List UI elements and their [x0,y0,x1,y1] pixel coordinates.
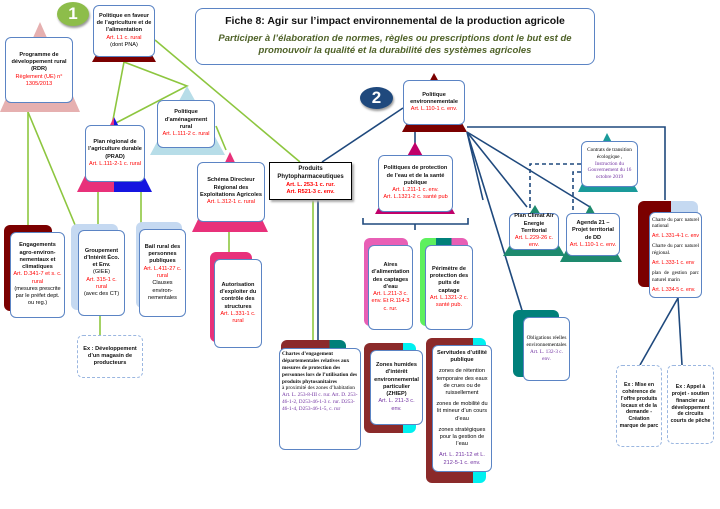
node-ref: Art. L.229-26 c. env. [514,235,554,249]
node-ref: Art. D.341-7 et s. c. rural [13,271,62,285]
node-ref: Art. L.1321-2 c. santé pub [383,194,448,201]
marker-2: 2 [360,87,393,109]
node-ref: Art. L.211-3 c. env. Et R.114-3 c. rur. [371,291,410,312]
node-title: Autorisation d’exploiter du contrôle des… [219,281,257,310]
node-title: Politique d’aménagement rural [164,109,208,130]
node-note: (avec des CT) [83,291,120,298]
node-ref: Art. L. 132-3 c. env. [530,349,563,362]
node-note: (GIEE) [92,269,111,276]
title-box: Fiche 8: Agir sur l’impact environnement… [195,8,595,65]
node-zhiep[interactable]: Zones humides d’intérêt environnemental … [370,350,423,425]
node-note: (mesures prescrite par le préfet dept. o… [14,285,61,307]
node-ref: Art. L.110-1 c. env. [569,241,617,248]
node-title: Obligations réelles environnementales [526,335,567,349]
node-title: Plan régional de l’agriculture durable (… [88,138,142,160]
node-title: Politiques de protection de l’eau et de … [383,165,448,186]
node-title: Groupement d’Intérêt Éco. et Env. [83,247,120,269]
node-title: Engagements agro-environ-nementaux et cl… [19,242,56,271]
node-text: Charte du parc naturel régional. [652,243,699,256]
node-title: Aires d’alimentation des captages d’eau [371,262,410,290]
node-note: (dont PNA) [110,41,138,48]
node-ref: Art. 315-1 c. rural [86,276,117,290]
node-text: plan de gestion parc naturel marin [652,269,699,283]
node-title: Ex : Appel à projet - soutien financier … [670,384,711,424]
node-politique-agriculture[interactable]: Politique en faveur de l’agriculture et … [93,5,155,57]
node-ref: Art. L.411-27 c. rural [143,265,182,279]
node-ref: Art. L. 211-3 c. env. [378,398,415,412]
node-title: Chartes d’engagement départementales rel… [282,351,358,385]
node-note: Clauses environ-nementales [148,280,177,301]
node-ref: Art. L. 253-1 c. rur. [286,181,335,188]
node-note: zones stratégiques pour la gestion de l’… [438,426,486,448]
node-prad[interactable]: Plan régional de l’agriculture durable (… [85,125,145,182]
node-ex-peche[interactable]: Ex : Appel à projet - soutien financier … [667,365,714,444]
node-contrats-transition[interactable]: Contrats de transition écologique ,Instr… [581,141,638,187]
node-sdrea[interactable]: Schéma Directeur Régional des Exploitati… [197,162,265,222]
node-note: zones de mobilité du lit mineur d’un cou… [436,401,488,422]
node-title: Bail rural des personnes publiques [144,243,181,265]
node-ref: Art. L.111-2-1 c. rural [88,160,142,167]
node-ex-marque-parc[interactable]: Ex : Mise en cohérence de l’offre produi… [616,365,662,447]
node-perimetre-captage[interactable]: Périmètre de protection des puits de cap… [425,245,473,330]
node-note: zones de rétention temporaire des eaux d… [436,368,488,397]
node-ref: Art. R521-3 c. env. [286,188,335,195]
node-giee[interactable]: Groupement d’Intérêt Éco. et Env.(GIEE)A… [78,230,125,316]
node-rdr[interactable]: Programme de développement rural (RDR)Rè… [5,37,73,103]
node-chartes-departementales[interactable]: Chartes d’engagement départementales rel… [279,348,361,450]
node-title: Agenda 21 – Projet territorial de DD [572,219,614,241]
page-subtitle: Participer à l’élaboration de normes, rè… [218,32,572,57]
node-title: Périmètre de protection des puits de cap… [429,265,469,294]
node-servitudes[interactable]: Servitudes d’utilité publique zones de ré… [432,345,492,472]
page-title: Fiche 8: Agir sur l’impact environnement… [225,15,565,28]
node-ref: Art. L.331-4-1 c. env [652,233,699,240]
node-title: Servitudes d’utilité publique [436,349,488,364]
node-autorisation-exploiter[interactable]: Autorisation d’exploiter du contrôle des… [214,259,262,348]
node-ref: Art. L.333-1 c. env [652,259,695,266]
node-title: Ex : Mise en cohérence de l’offre produi… [619,382,659,429]
node-ref: Art. L.334-5 c. env. [652,286,696,293]
marker-1: 1 [57,2,89,26]
node-title: Plan Climat Air Energie Territorial [514,213,554,234]
node-title: Ex : Développement d’un magasin de produ… [83,345,137,367]
node-title: Produits Phytopharmaceutiques [277,165,344,180]
node-ex-magasin[interactable]: Ex : Développement d’un magasin de produ… [77,335,143,378]
node-title: Politique en faveur de l’agriculture et … [96,12,152,34]
node-ref: Art. L.331-1 c. rural [220,310,256,325]
node-ref: Art. L1 c. rural [106,34,142,41]
node-text: Charte du parc naturel national [652,216,699,230]
node-protection-eau[interactable]: Politiques de protection de l’eau et de … [378,155,453,212]
node-title: Politique environnementale [410,91,458,105]
node-ref: Art. L.111-2 c. rural [162,131,210,138]
node-title: Contrats de transition écologique , [587,147,632,160]
node-note: à proximité des zones d’habitation [282,385,355,392]
node-ref: Instruction du Gouvernement du 16 octobr… [587,160,632,181]
node-maec[interactable]: Engagements agro-environ-nementaux et cl… [10,232,65,318]
node-ref: Art. L. 211-12 et L. 212-5-1 c. env. [439,452,485,466]
node-ref: Art. L. 253-8-III c. rur. Art. D. 253-46… [282,392,358,412]
node-ref: Règlement (UE) n° 1305/2013 [15,73,63,87]
node-title: Schéma Directeur Régional des Exploitati… [200,177,262,198]
node-title: Zones humides d’intérêt environnemental … [374,362,419,398]
node-ref: Art. L.1321-2 c. santé pub. [429,294,469,309]
node-ref: Art. L.211-1 c. env. [392,187,439,194]
node-ref: Art. L.312-1 c. rural [207,199,255,206]
node-title: Programme de développement rural (RDR) [11,51,67,73]
node-ref: Art. L.110-1 c. env. [410,106,458,113]
